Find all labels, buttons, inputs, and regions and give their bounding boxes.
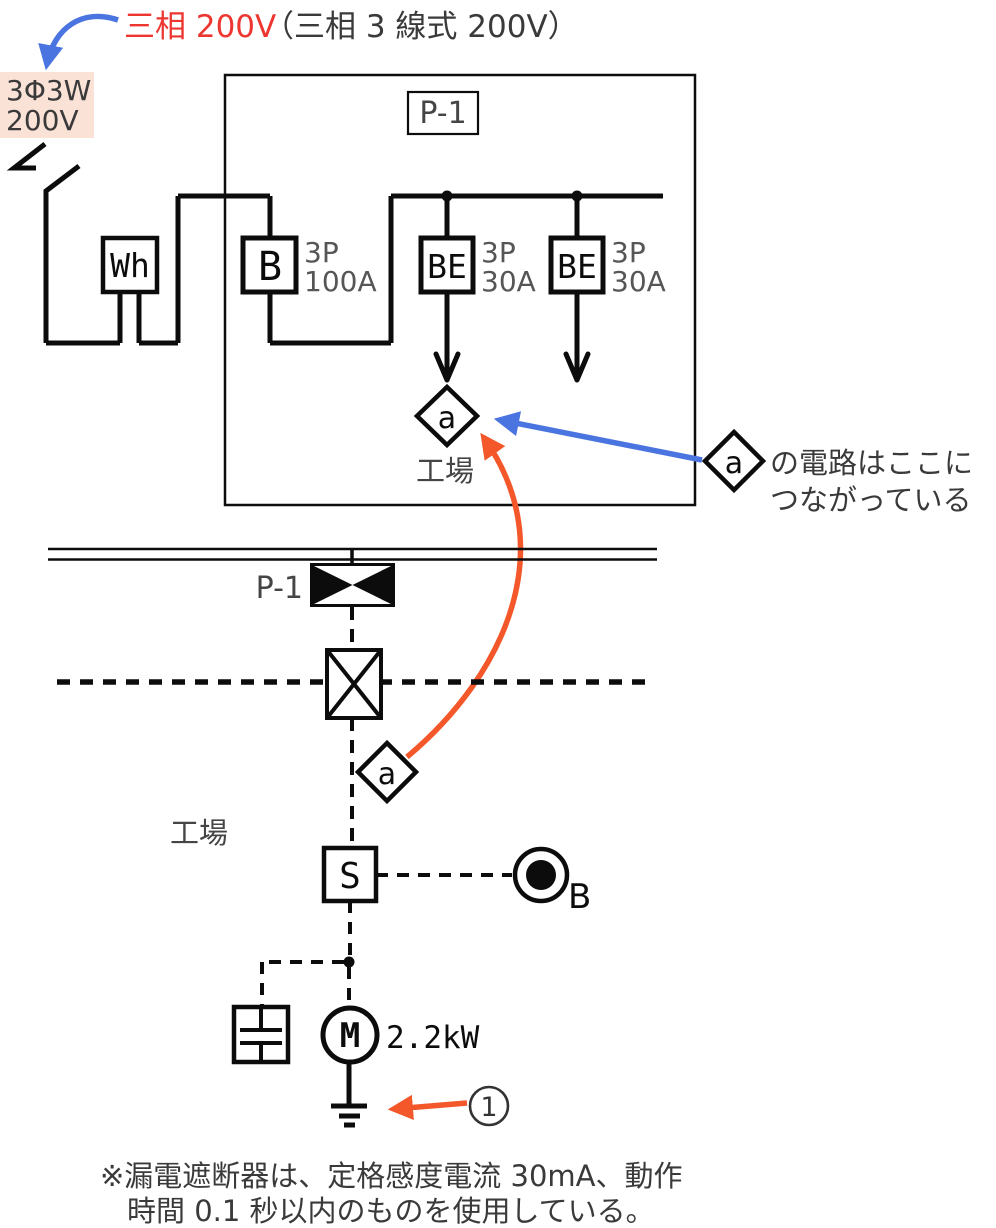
branch-breaker-1-label: BE	[427, 247, 467, 286]
circuit-tag-diamond-note	[701, 428, 767, 494]
switch-label: S	[339, 856, 361, 897]
panel-name-box	[406, 90, 480, 136]
main-breaker-label: B	[258, 244, 282, 290]
bus-junction-dot	[571, 190, 583, 202]
blue-title-arrow	[38, 13, 119, 71]
ground-symbol	[331, 1103, 367, 1128]
service-drop-icon	[6, 142, 47, 171]
branch-breaker-1-spec-amps: 30A	[481, 265, 536, 298]
branch-breaker-1-box	[418, 235, 476, 295]
watthour-meter-box	[100, 235, 160, 295]
bottom-note-line1: ※漏電遮断器は、定格感度電流 30mA、動作	[100, 1159, 683, 1193]
panel-name-label: P-1	[419, 96, 466, 131]
feeder-arrow-2	[563, 289, 591, 383]
main-breaker-spec-amps: 100A	[304, 265, 377, 298]
circuit-tag-diamond-panel	[413, 383, 481, 449]
board-name-label: P-1	[256, 571, 303, 606]
feeder-arrow-1	[433, 289, 461, 383]
title-paren-text: （三相 3 線式 200V）	[263, 9, 579, 45]
source-tag-line1: 3Φ3W	[6, 74, 91, 107]
capacitor-branch-wiring	[260, 960, 344, 1007]
main-breaker-spec-poles: 3P	[304, 236, 339, 269]
switch-box	[321, 845, 379, 904]
circuit-tag-note-label: a	[725, 446, 743, 481]
panel-wiring	[46, 193, 663, 346]
callout-number: 1	[480, 1092, 497, 1123]
main-breaker-box	[240, 235, 299, 295]
callout-arrow	[387, 1094, 468, 1121]
factory-label-panel: 工場	[416, 454, 474, 488]
board-symbol-top-cut	[314, 566, 391, 585]
bell-inner-dot	[526, 860, 556, 890]
watthour-meter-label: Wh	[110, 246, 150, 285]
circuit-tag-floor-label: a	[378, 757, 396, 792]
bus-junction-dot	[441, 190, 453, 202]
capacitor-plates	[240, 1007, 282, 1062]
right-note-line2: つながっている	[770, 483, 972, 517]
branch-breaker-2-spec-amps: 30A	[611, 265, 666, 298]
branch-breaker-2-label: BE	[557, 247, 597, 286]
circuit-tag-diamond-floor	[354, 739, 420, 805]
pull-box-cross	[325, 648, 383, 720]
blue-pointer-arrow	[493, 411, 703, 463]
bottom-note-line2: 時間 0.1 秒以内のものを使用している。	[127, 1194, 655, 1228]
motor-label: M	[340, 1016, 360, 1056]
panel-enclosure-outline	[223, 73, 697, 507]
circuit-tag-panel-label: a	[438, 401, 456, 436]
motor-power-label: 2.2kW	[386, 1020, 480, 1056]
service-drop-lead	[43, 164, 81, 343]
source-tag-background	[0, 72, 94, 138]
branch-breaker-2-box	[548, 235, 606, 295]
branch-breaker-1-spec-poles: 3P	[481, 236, 516, 269]
branch-breaker-2-spec-poles: 3P	[611, 236, 646, 269]
callout-circle	[468, 1085, 510, 1127]
orange-link-arrow	[405, 432, 524, 760]
title-red-text: 三相 200V	[124, 9, 276, 45]
right-note-line1: の電路はここに	[770, 446, 973, 480]
board-symbol-bottom-cut	[314, 585, 391, 604]
factory-label-floor: 工場	[170, 816, 228, 850]
branch-junction-dot	[343, 956, 355, 968]
source-tag-line2: 200V	[6, 104, 79, 137]
bell-label: B	[568, 877, 591, 917]
